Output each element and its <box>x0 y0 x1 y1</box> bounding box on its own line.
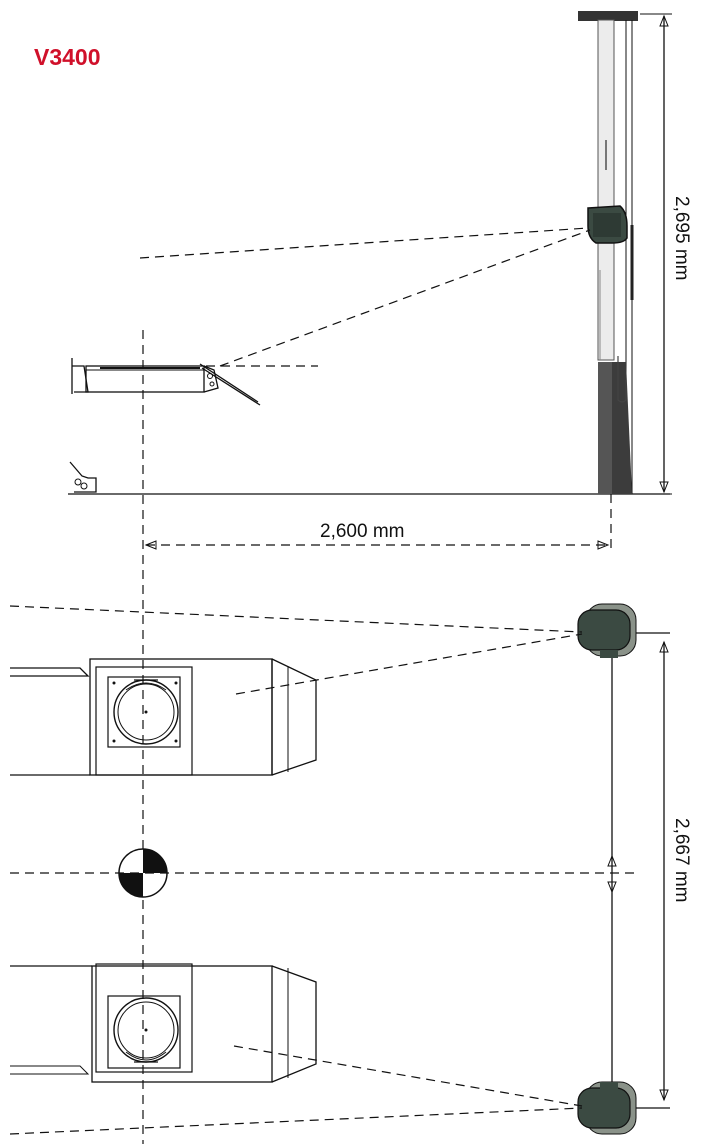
camera-head-top-upper <box>577 603 670 658</box>
turntable-lower <box>95 963 193 1073</box>
side-view <box>68 11 670 495</box>
floor-target <box>69 461 97 493</box>
length-dimension: 2,600 mm <box>144 521 610 550</box>
camera-head-top-lower <box>577 1081 670 1135</box>
width-label: 2,667 mm <box>671 818 692 902</box>
width-dimension: 2,667 mm <box>659 640 692 1102</box>
runway-upper <box>10 658 317 776</box>
model-title: V3400 <box>34 44 101 70</box>
camera-column <box>578 11 638 494</box>
top-view: 2,667 mm <box>9 603 692 1135</box>
height-label: 2,695 mm <box>671 196 692 280</box>
runway-lower <box>10 963 317 1083</box>
lift-side <box>71 358 261 406</box>
sight-line-top-1 <box>9 605 583 633</box>
center-target-symbol <box>118 848 168 898</box>
camera-head-side <box>587 205 628 244</box>
length-label: 2,600 mm <box>320 521 404 542</box>
turntable-upper <box>95 666 193 776</box>
sight-line-top-3 <box>9 1107 583 1135</box>
sight-line-lower <box>219 229 591 367</box>
sight-line-upper <box>139 227 589 259</box>
height-dimension: 2,695 mm <box>640 13 692 495</box>
sight-line-top-2 <box>235 633 583 695</box>
